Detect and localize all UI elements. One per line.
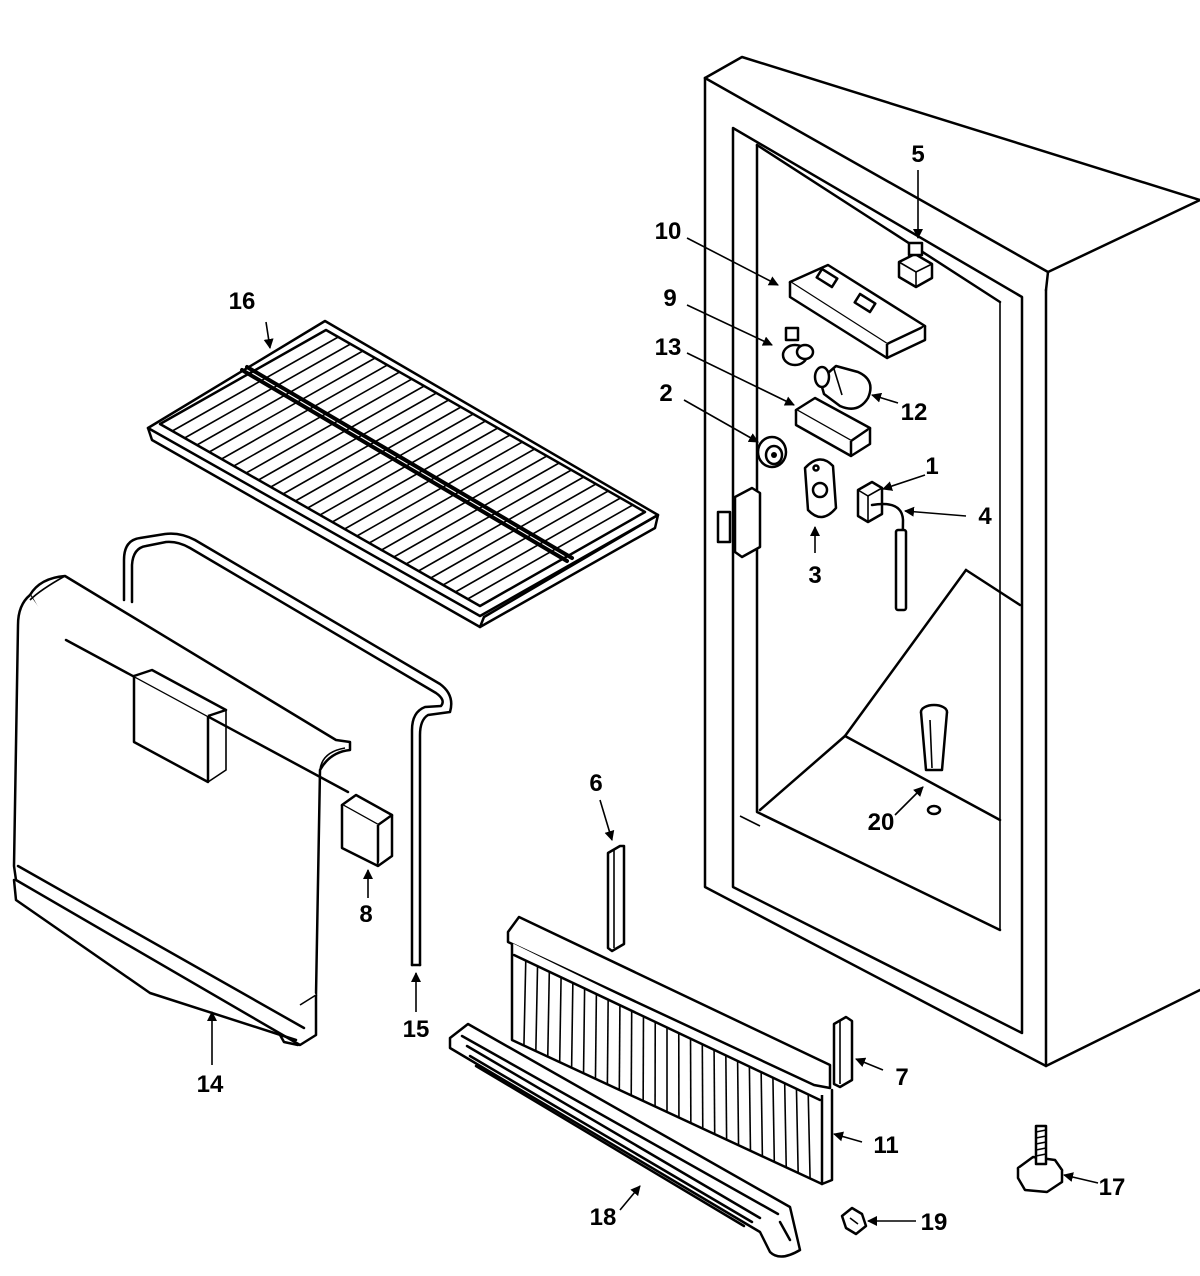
- grille-rib: [807, 1094, 811, 1179]
- callout-17: 17: [1099, 1174, 1126, 1201]
- grille-rib: [713, 1049, 716, 1135]
- part-17-leveling-leg: [1016, 1124, 1064, 1194]
- callout-4: 4: [978, 503, 992, 530]
- part-15-door-gasket: [122, 532, 453, 967]
- grille-rib: [783, 1083, 788, 1168]
- shelf-wire: [294, 406, 462, 502]
- grille-ribs: [523, 960, 811, 1179]
- shelf-wire: [233, 371, 401, 467]
- grille-rib: [725, 1055, 728, 1140]
- part-9-lamp-socket: [781, 326, 815, 367]
- part-18-base-grille: [448, 1022, 802, 1258]
- grille-rib: [546, 971, 551, 1057]
- part-16-wire-shelf: [146, 319, 660, 629]
- part-14-door: [12, 574, 352, 1047]
- part-13-bracket: [794, 396, 872, 458]
- grille-rib: [558, 977, 562, 1063]
- part-12-light-bulb: [813, 364, 872, 410]
- shelf-wire: [208, 357, 376, 453]
- callout-8: 8: [359, 901, 372, 928]
- part-20-drain-tube: [919, 703, 949, 816]
- callout-16: 16: [229, 288, 256, 315]
- grille-rib: [772, 1077, 776, 1162]
- shelf-wire: [319, 420, 486, 516]
- shelf-wire: [368, 448, 535, 544]
- part-8-block: [340, 793, 394, 868]
- grille-rib: [606, 999, 609, 1085]
- grille-rib: [535, 966, 539, 1052]
- grille-rib: [594, 994, 598, 1079]
- part-3-control-plate: [803, 458, 838, 519]
- callout-6: 6: [589, 770, 602, 797]
- callout-1: 1: [925, 453, 938, 480]
- grille-rib: [618, 1005, 621, 1090]
- freezer-cabinet: [703, 55, 1200, 1068]
- grille-rib: [736, 1060, 740, 1146]
- callout-12: 12: [901, 399, 928, 426]
- callout-labels: 5 10 9 13 2 12 1 4 3 20 16 6 7 11 8 15 1…: [197, 141, 1126, 1236]
- part-19-clip: [840, 1206, 868, 1236]
- part-1-thermostat: [856, 480, 884, 524]
- callout-18: 18: [590, 1204, 617, 1231]
- part-6-trim-strip: [606, 844, 626, 953]
- part-4-sensor-tube: [870, 502, 908, 612]
- shelf-wire-bars: [171, 336, 634, 600]
- grille-rib: [582, 988, 586, 1074]
- part-11-kickplate-grille: [506, 915, 834, 1186]
- part-5-switch: [897, 241, 934, 289]
- shelf-wire: [258, 385, 425, 481]
- shelf-wire: [221, 364, 388, 460]
- part-2-grommet: [756, 435, 788, 469]
- grille-rib: [570, 982, 574, 1068]
- shelf-wire: [356, 441, 523, 537]
- callout-5: 5: [911, 141, 924, 168]
- callout-2: 2: [659, 380, 672, 407]
- callout-7: 7: [895, 1064, 908, 1091]
- callout-20: 20: [868, 809, 895, 836]
- part-7-trim-strip: [832, 1015, 854, 1089]
- shelf-wire: [307, 413, 474, 509]
- shelf-wire: [171, 336, 339, 432]
- callout-14: 14: [197, 1071, 224, 1098]
- callout-15: 15: [403, 1016, 430, 1043]
- grille-rib: [523, 960, 527, 1046]
- grille-rib: [748, 1066, 752, 1151]
- shelf-wire: [282, 399, 450, 495]
- shelf-wire: [245, 378, 413, 474]
- shelf-wire: [344, 434, 511, 530]
- part-10-light-housing: [788, 263, 927, 360]
- callout-13: 13: [655, 334, 682, 361]
- leader-lines: [207, 170, 1099, 1226]
- callout-9: 9: [663, 285, 676, 312]
- shelf-wire: [270, 392, 437, 488]
- shelf-wire: [184, 343, 351, 439]
- shelf-wire: [196, 350, 364, 446]
- callout-11: 11: [873, 1132, 898, 1159]
- shelf-wire: [331, 427, 499, 523]
- shelf-wire: [381, 455, 548, 551]
- callout-19: 19: [921, 1209, 948, 1236]
- callout-10: 10: [655, 218, 682, 245]
- grille-rib: [795, 1088, 799, 1173]
- grille-rib: [760, 1072, 764, 1157]
- callout-3: 3: [808, 562, 821, 589]
